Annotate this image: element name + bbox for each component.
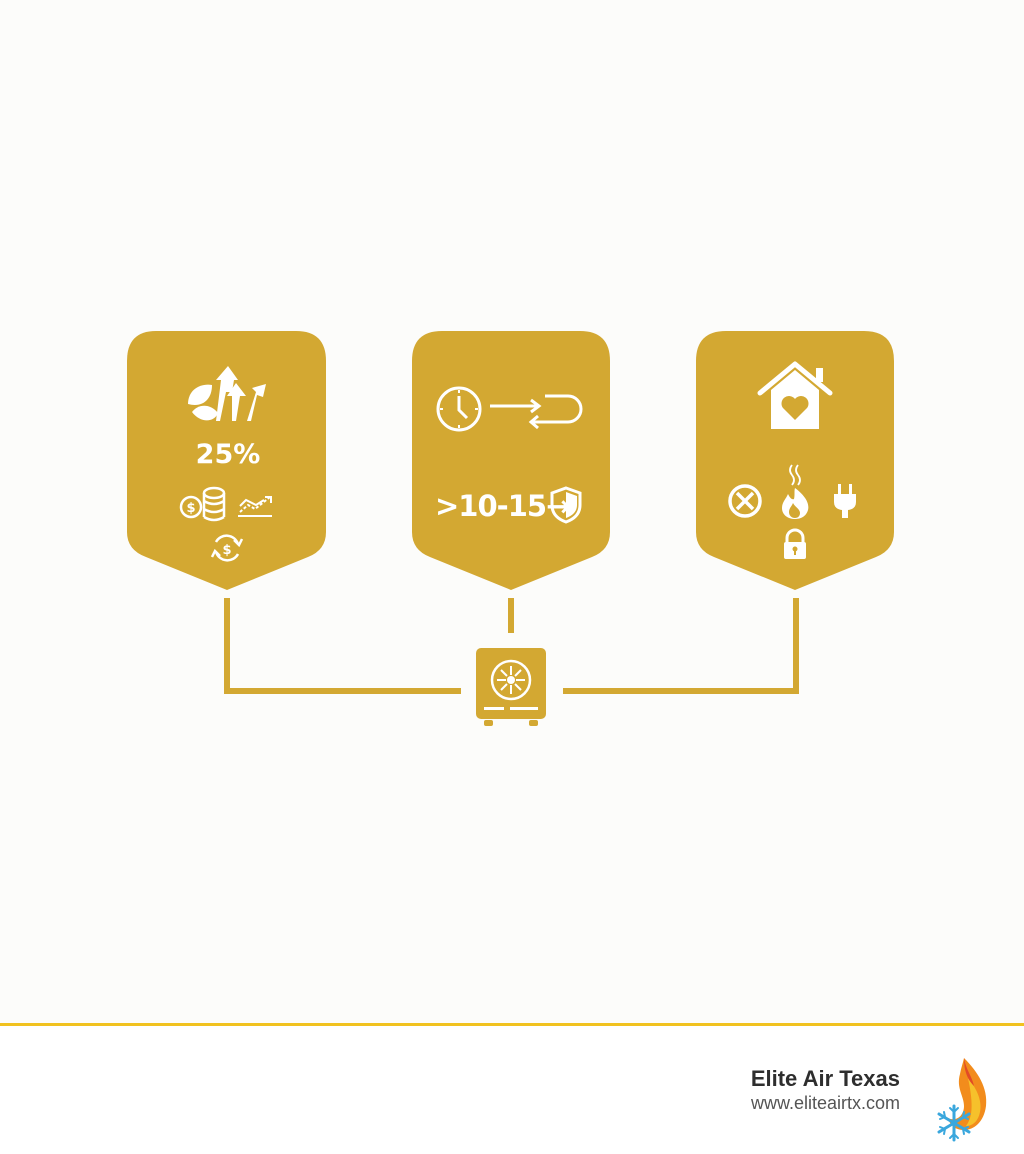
footer-divider: [0, 1023, 1024, 1026]
fire-smoke-icon: [782, 464, 809, 519]
connector-lines: [224, 598, 799, 694]
card-lifespan-shape: [412, 331, 610, 590]
coins-dollar-glyph: $: [186, 501, 195, 516]
dollar-cycle-icon: [210, 534, 244, 562]
card-lifespan: >10-15→: [412, 331, 610, 590]
footer: Elite Air Texas www.eliteairtx.com: [0, 1026, 1024, 1154]
coins-icon: [179, 486, 226, 522]
arrow-loop-icon: [490, 394, 583, 430]
card-efficiency-shape: [127, 331, 326, 590]
brand-name: Elite Air Texas: [750, 1066, 900, 1091]
card-safety: [696, 331, 894, 590]
hvac-benefits-diagram: 25% $ $: [127, 331, 894, 726]
no-symbol-icon: [728, 484, 762, 518]
brand-url[interactable]: www.eliteairtx.com: [750, 1093, 900, 1113]
home-heart-icon: [757, 361, 833, 429]
card-efficiency-text: 25%: [196, 439, 261, 470]
card-lifespan-text: >10-15→: [435, 489, 569, 523]
trend-chart-icon: [238, 496, 272, 517]
dollar-cycle-glyph: $: [222, 543, 231, 558]
brand-block: Elite Air Texas www.eliteairtx.com: [751, 1066, 900, 1114]
shield-icon: [550, 486, 582, 524]
plug-icon: [834, 484, 856, 518]
clock-icon: [436, 386, 482, 432]
leaf-growth-arrows-icon: [188, 366, 266, 421]
flame-snowflake-logo-icon: [937, 1058, 987, 1142]
card-efficiency: 25% $ $: [127, 331, 326, 590]
card-safety-shape: [696, 331, 894, 590]
lock-icon: [784, 528, 806, 559]
connector-right: [563, 598, 799, 694]
connector-left: [224, 598, 461, 694]
furnace-unit-icon: [476, 648, 546, 726]
